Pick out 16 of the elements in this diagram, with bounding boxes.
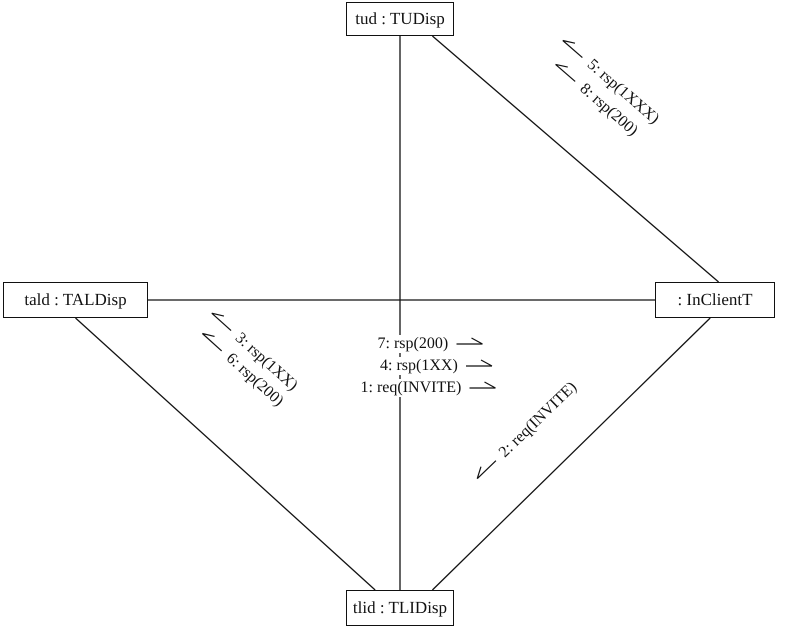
connector-line	[75, 318, 376, 590]
object-box	[346, 2, 454, 36]
connector-line	[432, 318, 711, 590]
message-label: 1: req(INVITE)	[358, 379, 464, 398]
connector-line	[399, 36, 401, 590]
object-name: tald : TALDisp	[24, 290, 127, 310]
object-name: tud : TUDisp	[355, 9, 445, 29]
connector-line	[432, 36, 720, 282]
object-box	[3, 282, 148, 318]
object-box	[346, 590, 454, 626]
connector-line	[148, 299, 655, 301]
object-name: : InClientT	[677, 290, 753, 310]
object-box	[655, 282, 775, 318]
object-name: tlid : TLIDisp	[352, 598, 448, 618]
message-label: 7: rsp(200)	[376, 335, 450, 354]
message-label: 4: rsp(1XX)	[378, 357, 460, 376]
